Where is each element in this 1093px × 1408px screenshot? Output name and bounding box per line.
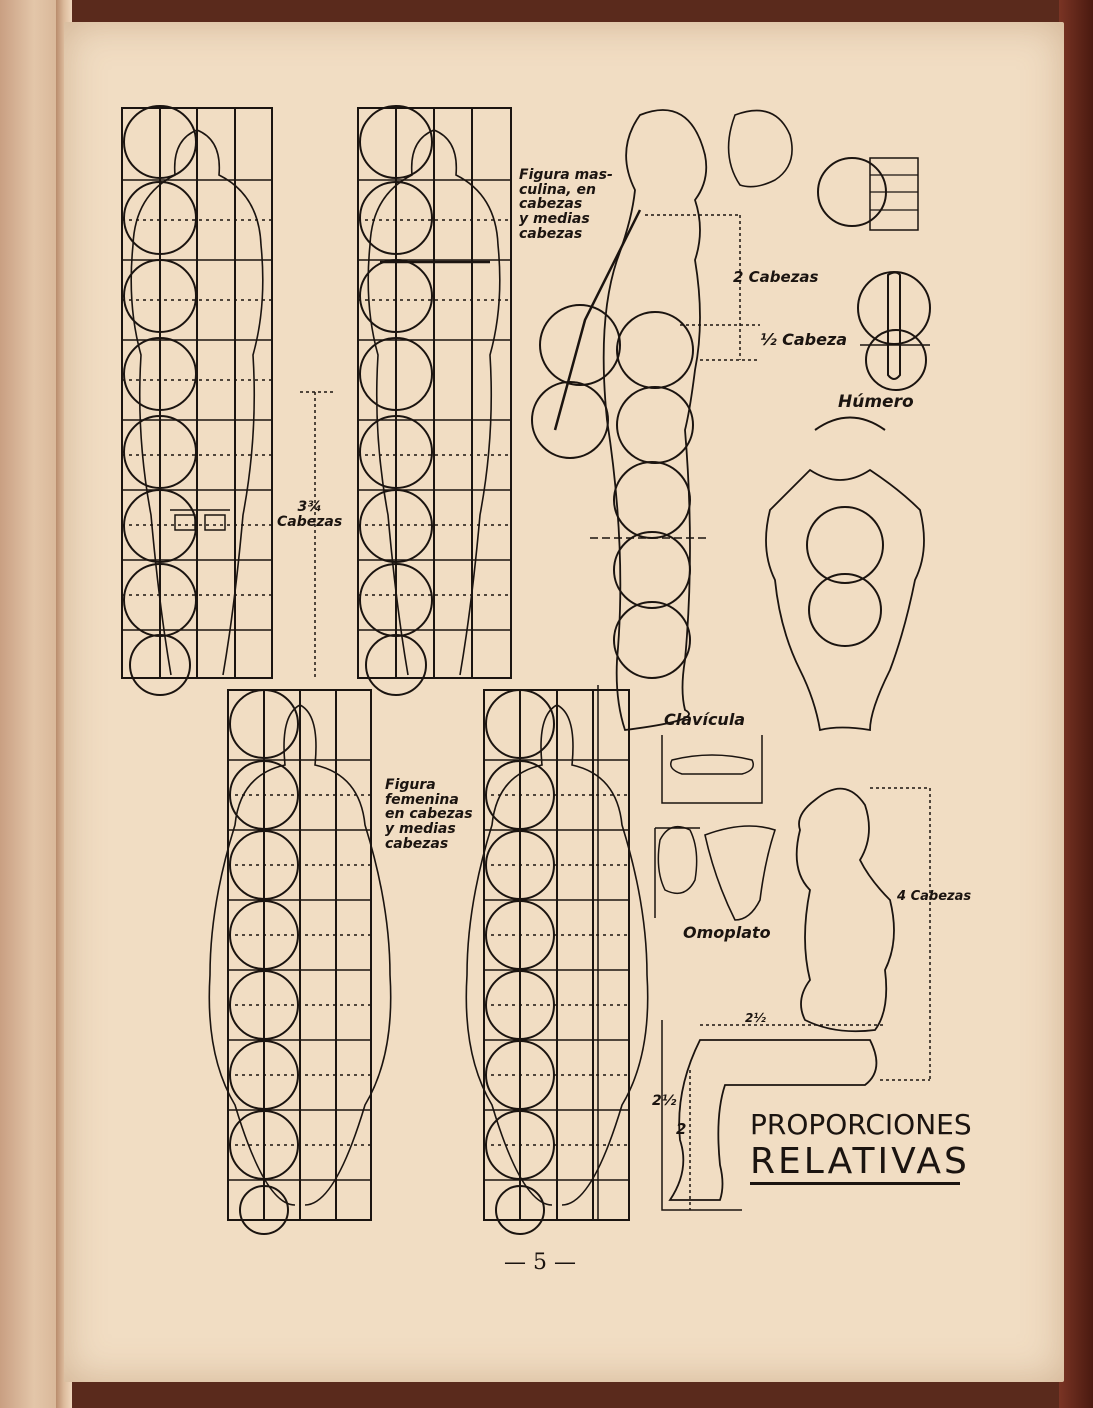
male-figure-label: Figura mas- culina, en cabezas y medias … [519,167,613,242]
female-figure-label: Figura femenina en cabezas y medias cabe… [385,777,473,852]
two-heads-label: 2 Cabezas [733,268,819,286]
humerus-sketch [814,271,931,431]
page-number: — 5 — [504,1250,576,1275]
clavicle-hand-scapula [654,735,777,921]
title-line-1: PROPORCIONES [750,1108,972,1141]
scapula-label: Omoplato [683,923,771,942]
male-back-figure [357,105,512,696]
plate-title: PROPORCIONES RELATIVAS [750,1108,972,1185]
humerus-label: Húmero [838,392,914,412]
title-line-2: RELATIVAS [750,1141,967,1185]
female-back-figure [208,689,392,1235]
head-sketches [727,109,919,231]
two-label: 2 [676,1120,687,1138]
seated-figure [661,787,931,1211]
torso-sketch [765,468,925,732]
three-quarter-dimension [300,391,335,680]
female-front-figure [465,685,649,1235]
two-half-side-label: 2½ [652,1093,677,1109]
four-heads-label: 4 Cabezas [897,889,972,904]
three-quarters-label: 3¾ Cabezas [277,499,343,530]
book-cover-edge [1059,0,1093,1408]
male-front-figure [121,105,273,696]
left-page-edge [0,0,62,1408]
two-half-top-label: 2½ [745,1011,766,1025]
clavicle-label: Clavícula [664,710,746,729]
male-side-figure [531,109,760,731]
half-head-label: ½ Cabeza [760,330,848,349]
